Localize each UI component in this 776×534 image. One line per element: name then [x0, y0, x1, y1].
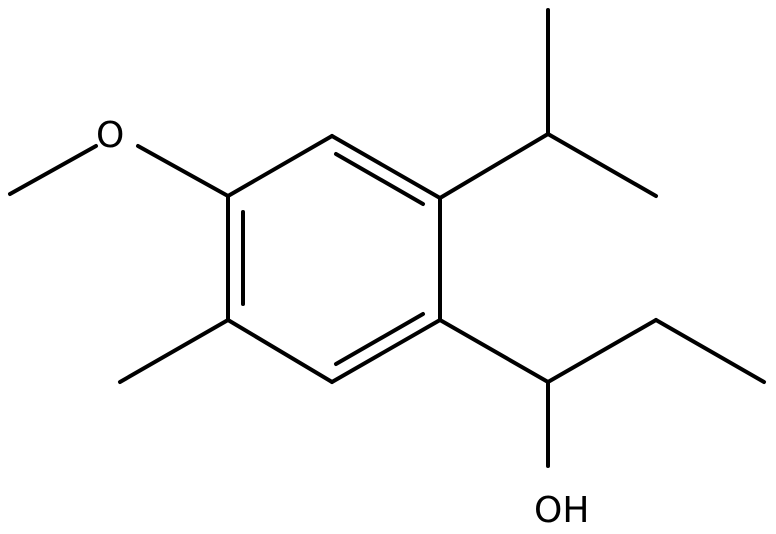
methyl-bond — [118, 318, 230, 384]
carbinol-ring-bond — [438, 318, 550, 384]
ring-bond-bottom-right — [330, 318, 442, 384]
isopropyl-methyl-right-bond — [546, 132, 658, 198]
ring-bond-top-right — [330, 134, 442, 200]
hydroxyl-label: OH — [534, 490, 589, 531]
ring-double-bond-inner-top — [334, 152, 425, 206]
ring-bond-top-left — [226, 134, 334, 198]
isopropyl-ring-bond — [438, 132, 550, 200]
ethyl-ch2-bond — [546, 318, 658, 384]
ring-double-bond-inner-bottom — [334, 312, 425, 366]
methoxy-ring-bond — [136, 144, 230, 198]
methoxy-oxygen-label: O — [96, 115, 124, 156]
methoxy-methyl-bond — [8, 144, 98, 196]
ethyl-ch3-bond — [654, 318, 766, 384]
ring-bond-bottom-left — [226, 318, 334, 384]
